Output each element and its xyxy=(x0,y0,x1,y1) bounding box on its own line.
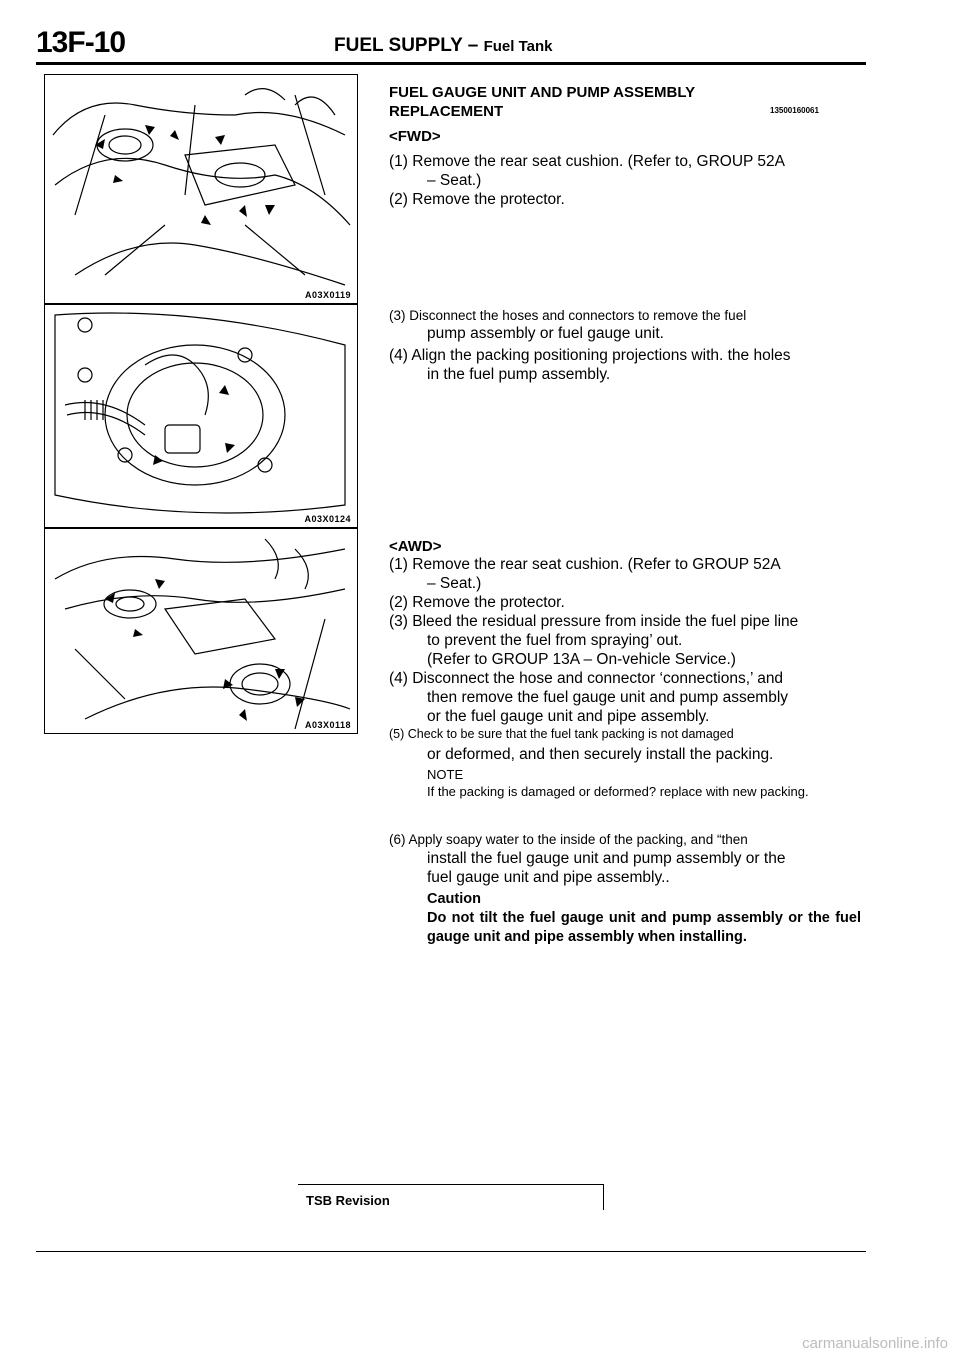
step-text: (6) Apply soapy water to the inside of t… xyxy=(389,832,748,847)
page-number: 13F-10 xyxy=(36,26,126,59)
step-cont: in the fuel pump assembly. xyxy=(427,366,611,383)
fwd-tag: <FWD> xyxy=(389,128,441,145)
figure-fwd-pump: A03X0124 xyxy=(44,304,358,528)
section-title-line2: REPLACEMENT xyxy=(389,103,504,120)
step-cont: to prevent the fuel from spraying’ out. xyxy=(427,632,683,649)
awd-step-1: (1) Remove the rear seat cushion. (Refer… xyxy=(389,555,861,593)
figure-awd-overview: A03X0118 xyxy=(44,528,358,734)
step-text: (3) Bleed the residual pressure from ins… xyxy=(389,613,799,630)
step-text: (2) Remove the protector. xyxy=(389,191,565,208)
note-text: If the packing is damaged or deformed? r… xyxy=(427,784,809,799)
figure-code: A03X0124 xyxy=(304,514,351,524)
step-cont2: or the fuel gauge unit and pipe assembly… xyxy=(427,708,710,725)
section-title-line1: FUEL GAUGE UNIT AND PUMP ASSEMBLY xyxy=(389,84,696,101)
section-id: 13500160061 xyxy=(770,106,819,115)
page-title-main: FUEL SUPPLY – xyxy=(334,35,479,56)
awd-step-3: (3) Bleed the residual pressure from ins… xyxy=(389,612,861,669)
figure-code: A03X0119 xyxy=(304,290,351,300)
step-cont: – Seat.) xyxy=(427,575,482,592)
header-rule xyxy=(36,62,866,65)
step-text: (3) Disconnect the hoses and connectors … xyxy=(389,308,747,323)
awd-tag: <AWD> xyxy=(389,538,442,555)
figure-fwd-pump-drawing xyxy=(54,312,346,514)
footer-rule xyxy=(36,1251,866,1252)
fwd-step-4: (4) Align the packing positioning projec… xyxy=(389,346,861,384)
step-cont: – Seat.) xyxy=(427,172,482,189)
fwd-step-3: (3) Disconnect the hoses and connectors … xyxy=(389,307,861,344)
step-text: (5) Check to be sure that the fuel tank … xyxy=(389,727,734,741)
step-text: (1) Remove the rear seat cushion. (Refer… xyxy=(389,556,781,573)
section-title: FUEL GAUGE UNIT AND PUMP ASSEMBLY REPLAC… xyxy=(389,83,861,121)
page-title: FUEL SUPPLY – Fuel Tank xyxy=(334,35,553,57)
page-title-sub: Fuel Tank xyxy=(483,38,553,55)
awd-step-5: (5) Check to be sure that the fuel tank … xyxy=(389,724,861,766)
awd-caution: Caution Do not tilt the fuel gauge unit … xyxy=(389,890,861,947)
awd-step-6: (6) Apply soapy water to the inside of t… xyxy=(389,830,861,887)
awd-note: NOTE If the packing is damaged or deform… xyxy=(389,767,861,802)
note-heading: NOTE xyxy=(427,767,464,782)
watermark: carmanualsonline.info xyxy=(802,1335,948,1352)
step-text: (1) Remove the rear seat cushion. (Refer… xyxy=(389,153,785,170)
step-cont: then remove the fuel gauge unit and pump… xyxy=(427,689,789,706)
step-cont: install the fuel gauge unit and pump ass… xyxy=(427,850,786,867)
step-cont: or deformed, and then securely install t… xyxy=(427,746,774,763)
tsb-revision-box: TSB Revision xyxy=(298,1184,604,1210)
figure-column: A03X0119 A03X0124 xyxy=(44,74,358,734)
figure-fwd-overview: A03X0119 xyxy=(44,74,358,304)
caution-text: Do not tilt the fuel gauge unit and pump… xyxy=(427,910,861,945)
step-text: (4) Align the packing positioning projec… xyxy=(389,347,791,364)
figure-code: A03X0118 xyxy=(304,720,351,730)
caution-heading: Caution xyxy=(427,891,481,907)
figure-fwd-overview-drawing xyxy=(52,88,351,286)
awd-step-4: (4) Disconnect the hose and connector ‘c… xyxy=(389,669,861,726)
step-cont: pump assembly or fuel gauge unit. xyxy=(427,325,664,342)
tsb-revision-label: TSB Revision xyxy=(306,1193,390,1208)
fwd-step-1: (1) Remove the rear seat cushion. (Refer… xyxy=(389,152,861,190)
step-text: (4) Disconnect the hose and connector ‘c… xyxy=(389,670,784,687)
fwd-step-2: (2) Remove the protector. xyxy=(389,190,861,209)
step-cont2: (Refer to GROUP 13A – On-vehicle Service… xyxy=(427,651,736,668)
step-text: (2) Remove the protector. xyxy=(389,594,565,611)
awd-step-2: (2) Remove the protector. xyxy=(389,593,861,612)
step-cont2: fuel gauge unit and pipe assembly.. xyxy=(427,869,670,886)
figure-awd-overview-drawing xyxy=(54,538,351,730)
